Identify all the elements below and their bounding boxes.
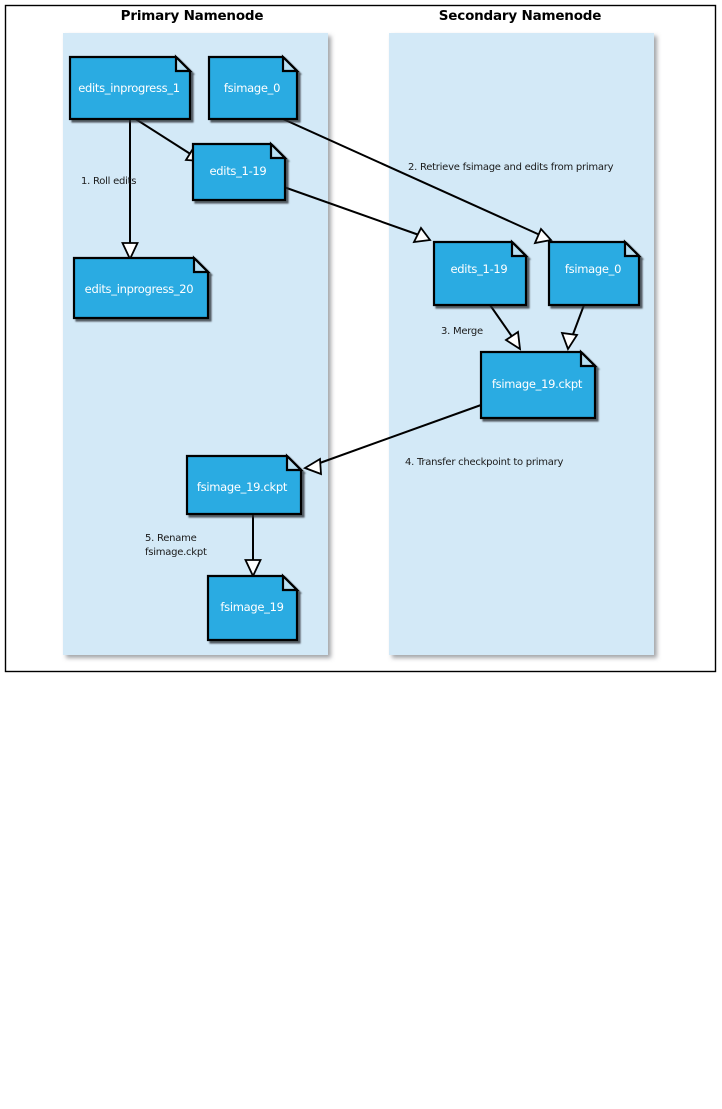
node-label-secondary-fsimage-0: fsimage_0 <box>565 262 621 276</box>
node-label-edits-inprogress-20: edits_inprogress_20 <box>85 282 194 296</box>
node-edits-inprogress-20[interactable] <box>72 255 211 320</box>
node-label-edits-inprogress-1: edits_inprogress_1 <box>78 81 180 95</box>
node-primary-fsimage-19[interactable] <box>206 573 300 642</box>
node-secondary-fsimage-0[interactable] <box>547 239 642 307</box>
step-label-4: 4. Transfer checkpoint to primary <box>405 457 564 468</box>
node-primary-fsimage-0[interactable] <box>207 54 300 121</box>
step-label-1: 1. Roll edits <box>81 176 136 187</box>
panel-secondary <box>389 33 654 655</box>
connector-rename <box>244 514 262 579</box>
node-label-primary-fsimage-19-ckpt: fsimage_19.ckpt <box>197 480 288 494</box>
node-label-secondary-edits-1-19: edits_1-19 <box>451 262 508 276</box>
step-label-2: 2. Retrieve fsimage and edits from prima… <box>408 162 614 173</box>
panel-primary <box>63 33 328 655</box>
step-label-3: 3. Merge <box>441 326 483 337</box>
connector-merge-fsimage <box>560 304 585 351</box>
node-label-secondary-fsimage-19-ckpt: fsimage_19.ckpt <box>492 377 583 391</box>
node-secondary-fsimage-19-ckpt[interactable] <box>479 349 598 420</box>
node-label-primary-edits-1-19: edits_1-19 <box>210 164 267 178</box>
node-label-primary-fsimage-19: fsimage_19 <box>220 600 283 614</box>
panel-title-primary: Primary Namenode <box>121 8 264 24</box>
connector-transfer-checkpoint <box>302 404 482 476</box>
connector-retrieve-fsimage <box>282 118 553 245</box>
node-secondary-edits-1-19[interactable] <box>432 239 529 307</box>
node-primary-fsimage-19-ckpt[interactable] <box>185 453 304 516</box>
connector-roll-edits <box>121 118 139 262</box>
step-label-5-line1: 5. Rename <box>145 533 197 544</box>
node-edits-inprogress-1[interactable] <box>68 54 193 121</box>
node-primary-edits-1-19[interactable] <box>191 141 288 202</box>
panel-title-secondary: Secondary Namenode <box>439 8 601 24</box>
connector-retrieve-edits <box>280 185 432 244</box>
step-label-5-line2: fsimage.ckpt <box>145 547 207 558</box>
node-label-primary-fsimage-0: fsimage_0 <box>224 81 280 95</box>
connector-merge-edits <box>489 304 522 351</box>
